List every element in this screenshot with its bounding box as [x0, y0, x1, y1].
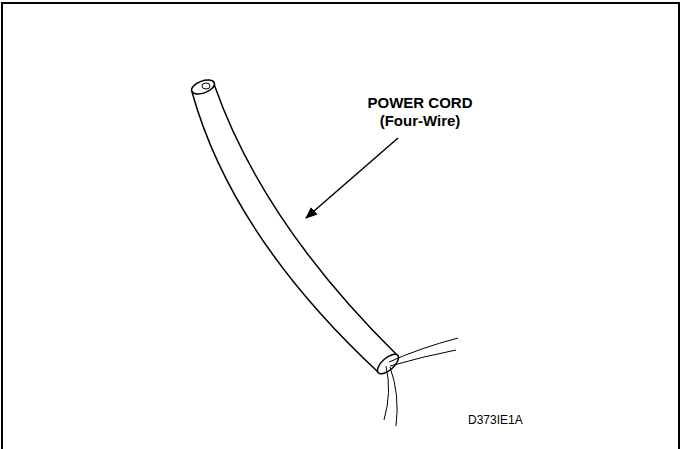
- frame-border: [2, 3, 679, 449]
- cord-top-end: [190, 77, 217, 96]
- wire: [384, 366, 389, 420]
- part-name: POWER CORD: [340, 94, 500, 112]
- wire: [390, 350, 456, 366]
- wire: [390, 367, 397, 426]
- cord-top-hole: [202, 83, 210, 89]
- figure-code: D373IE1A: [468, 413, 548, 427]
- wire: [389, 338, 458, 362]
- leader-arrow: [306, 138, 398, 218]
- cord-body: [192, 84, 397, 372]
- part-note: (Four-Wire): [340, 112, 500, 130]
